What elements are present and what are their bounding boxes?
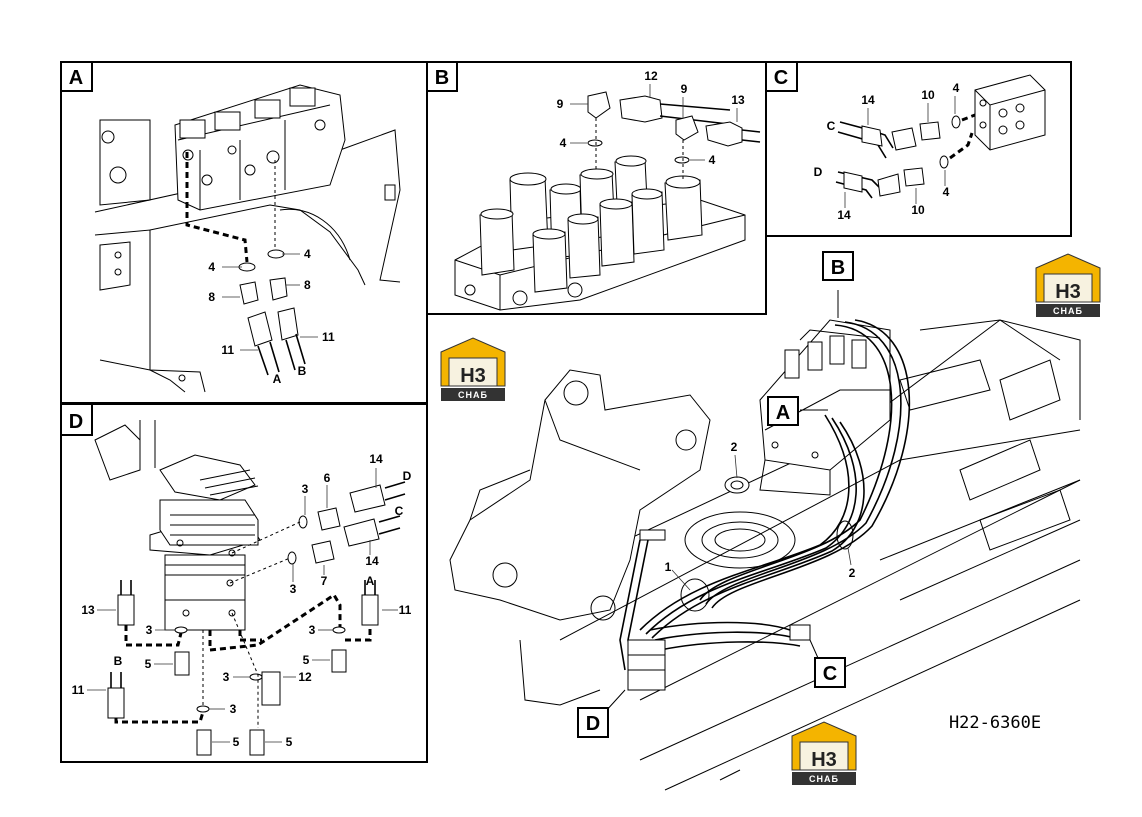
svg-text:8: 8 (208, 290, 215, 304)
panel-a: A (60, 61, 428, 404)
drawing-code: H22-6360E (949, 713, 1041, 733)
svg-text:13: 13 (81, 603, 95, 617)
panel-d-end-b: B (114, 654, 123, 668)
svg-text:8: 8 (304, 278, 311, 292)
panel-d-right-fittings (229, 481, 406, 584)
logo-mid-left: H3 СНАБ (440, 337, 506, 401)
panel-d-tag: D (69, 411, 83, 433)
svg-text:11: 11 (72, 683, 85, 697)
svg-text:9: 9 (557, 97, 564, 111)
panel-b-solenoids (464, 155, 703, 306)
panel-a-end-b: B (298, 364, 307, 378)
svg-text:3: 3 (230, 702, 237, 716)
svg-text:14: 14 (365, 554, 379, 568)
panel-d-end-a: A (366, 574, 375, 588)
svg-text:5: 5 (303, 653, 310, 667)
svg-text:СНАБ: СНАБ (809, 774, 839, 784)
panel-c-callouts: 14 10 4 14 10 4 C D (814, 81, 960, 222)
svg-text:4: 4 (304, 247, 311, 261)
svg-text:14: 14 (861, 93, 875, 107)
svg-text:3: 3 (146, 623, 153, 637)
panel-c-end-d: D (814, 165, 823, 179)
svg-text:12: 12 (298, 670, 312, 684)
svg-text:11: 11 (322, 330, 335, 344)
svg-text:11: 11 (399, 603, 412, 617)
panel-c-tag: C (774, 67, 788, 89)
main-callout-2b: 2 (849, 566, 856, 580)
main-ref-tags: B A C D (577, 251, 854, 738)
panel-a-callouts: 4 4 8 8 11 11 A B (208, 247, 335, 386)
svg-text:10: 10 (911, 203, 925, 217)
main-tag-c: C (823, 663, 837, 685)
panel-c-end-c: C (827, 119, 836, 133)
svg-text:10: 10 (921, 88, 935, 102)
svg-text:4: 4 (943, 185, 950, 199)
svg-text:H3: H3 (460, 365, 486, 387)
panel-d-pedal-valve (94, 420, 261, 631)
main-tag-b: B (831, 257, 845, 279)
svg-text:H3: H3 (1055, 281, 1081, 303)
panel-b-fittings (587, 91, 761, 182)
panel-c-manifold (974, 74, 1046, 151)
panel-a-fittings (238, 249, 306, 376)
panel-d: D (60, 403, 428, 763)
panel-a-end-a: A (273, 372, 282, 386)
svg-text:5: 5 (286, 735, 293, 749)
svg-text:9: 9 (681, 82, 688, 96)
main-control-valve (759, 319, 891, 496)
svg-text:13: 13 (731, 93, 745, 107)
panel-d-lower-fittings (107, 580, 379, 756)
panel-a-tag: A (69, 67, 83, 89)
main-callout-2a: 2 (731, 440, 738, 454)
svg-text:СНАБ: СНАБ (458, 390, 488, 400)
main-tag-a: A (776, 402, 790, 424)
svg-text:12: 12 (644, 69, 658, 83)
svg-text:14: 14 (369, 452, 383, 466)
svg-text:4: 4 (560, 136, 567, 150)
panel-d-callouts: 14 6 3 14 3 7 3 13 3 5 11 3 5 3 12 11 5 … (72, 452, 412, 749)
main-tag-d: D (586, 713, 600, 735)
svg-text:11: 11 (221, 343, 234, 357)
svg-text:СНАБ: СНАБ (1053, 306, 1083, 316)
panel-a-valve-block (174, 84, 346, 211)
svg-text:H3: H3 (811, 749, 837, 771)
panel-b-callouts: 9 12 9 13 4 4 (557, 69, 745, 167)
panel-d-end-d: D (403, 469, 412, 483)
svg-text:14: 14 (837, 208, 851, 222)
logo-top-right: H3 СНАБ (1035, 253, 1101, 317)
svg-text:3: 3 (223, 670, 230, 684)
svg-text:5: 5 (145, 657, 152, 671)
svg-text:3: 3 (290, 582, 297, 596)
main-callout-1: 1 (665, 560, 672, 574)
panel-d-end-c: C (395, 504, 404, 518)
main-boom-mount (449, 369, 711, 621)
panel-c: C 14 10 4 14 10 4 (765, 61, 1072, 237)
svg-text:4: 4 (953, 81, 960, 95)
main-assembly-view: B A C D 1 2 2 H22-6360E (449, 251, 1081, 791)
svg-text:7: 7 (321, 574, 328, 588)
svg-text:4: 4 (709, 153, 716, 167)
svg-text:3: 3 (302, 482, 309, 496)
svg-text:3: 3 (309, 623, 316, 637)
panel-b: B (426, 61, 767, 315)
svg-text:6: 6 (324, 471, 331, 485)
panel-b-tag: B (435, 67, 449, 89)
svg-text:4: 4 (208, 260, 215, 274)
svg-text:5: 5 (233, 735, 240, 749)
logo-bottom: H3 СНАБ (791, 721, 857, 785)
